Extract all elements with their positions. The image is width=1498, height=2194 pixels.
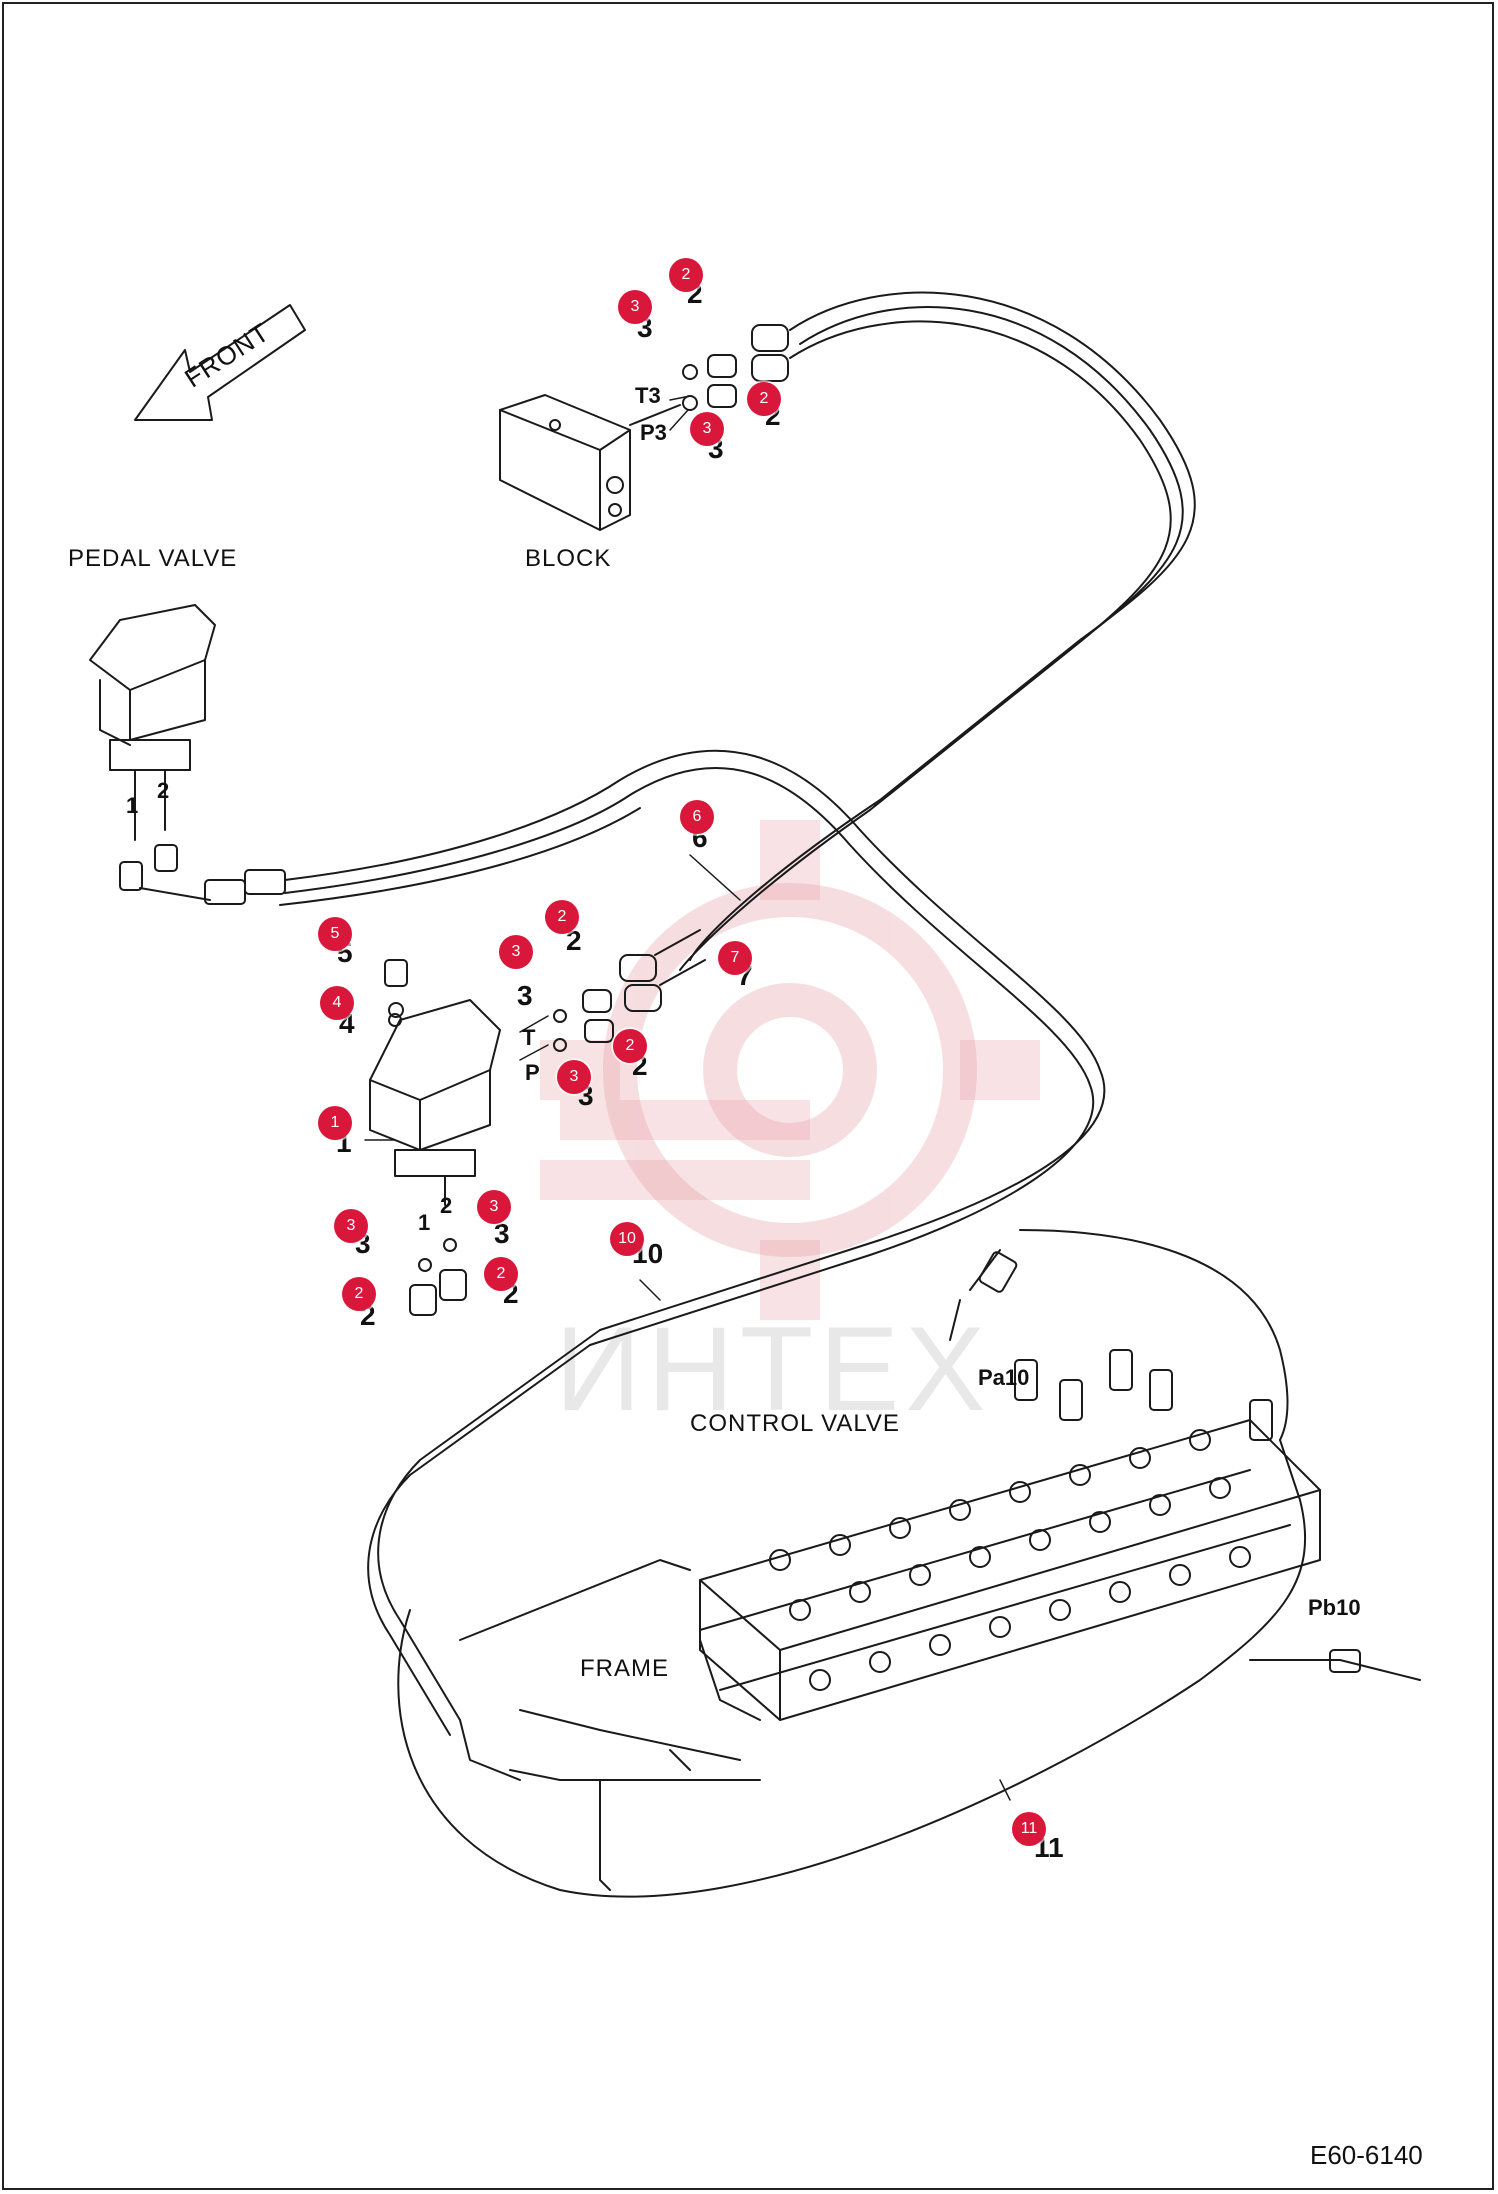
mid-fittings: [553, 929, 706, 1052]
pedal-port-1-label: 1: [126, 793, 139, 818]
callout-tag[interactable]: 6: [680, 800, 714, 834]
valve-port-1-label: 1: [418, 1210, 431, 1235]
hose-11: [397, 1229, 1421, 1898]
callout-tag[interactable]: 2: [613, 1029, 647, 1063]
pedal-port-2-label: 2: [157, 778, 170, 803]
port-p3-label: P3: [640, 420, 667, 445]
callout-tag[interactable]: 5: [318, 917, 352, 951]
frame-label: FRAME: [580, 1655, 669, 1682]
block-label: BLOCK: [525, 545, 612, 572]
callout-tag[interactable]: 1: [318, 1106, 352, 1140]
callout-tag[interactable]: 3: [618, 290, 652, 324]
callout-tag[interactable]: 3: [334, 1209, 368, 1243]
part-number-label: 2: [566, 925, 582, 956]
front-arrow-icon: [134, 304, 306, 421]
pedal-valve-label: PEDAL VALVE: [68, 545, 238, 572]
frame-outline: [459, 1559, 761, 1891]
valve-port-2-label: 2: [440, 1193, 453, 1218]
drawing-code: E60-6140: [1310, 2140, 1423, 2170]
watermark-text: ИНТЕХ: [555, 1302, 992, 1436]
mid-valve-component: [369, 959, 501, 1206]
port-pa10-label: Pa10: [978, 1365, 1030, 1390]
callout-tag[interactable]: 2: [342, 1277, 376, 1311]
port-pb10-label: Pb10: [1308, 1595, 1361, 1620]
port-t3-label: T3: [635, 383, 661, 408]
callout-tag[interactable]: 2: [484, 1257, 518, 1291]
leader-lines: [364, 395, 1011, 1801]
control-valve-component: [699, 1349, 1321, 1721]
part-number-label: 3: [494, 1218, 510, 1249]
control-valve-label: CONTROL VALVE: [690, 1410, 900, 1437]
callout-tag[interactable]: 2: [545, 900, 579, 934]
hose-10: [367, 1329, 601, 1781]
callout-tag[interactable]: 11: [1012, 1812, 1046, 1846]
callout-tag[interactable]: 7: [718, 941, 752, 975]
upper-hose-pair: [679, 291, 1196, 971]
callout-tag[interactable]: 10: [610, 1222, 644, 1256]
port-t-label: T: [522, 1025, 536, 1050]
callout-tag[interactable]: 2: [669, 258, 703, 292]
block-fittings: [629, 324, 789, 426]
pedal-hoses: [119, 749, 1106, 1346]
lower-fittings: [409, 1238, 467, 1316]
port-p-label: P: [525, 1060, 540, 1085]
callout-tag[interactable]: 4: [320, 986, 354, 1020]
callout-tag[interactable]: 2: [747, 382, 781, 416]
pedal-valve-component: [89, 604, 216, 841]
callout-tag[interactable]: 3: [477, 1190, 511, 1224]
callout-tag[interactable]: 3: [690, 412, 724, 446]
part-number-label: 3: [517, 980, 533, 1011]
callout-tag[interactable]: 3: [499, 935, 533, 969]
block-component: [499, 394, 631, 531]
callout-tag[interactable]: 3: [557, 1060, 591, 1094]
